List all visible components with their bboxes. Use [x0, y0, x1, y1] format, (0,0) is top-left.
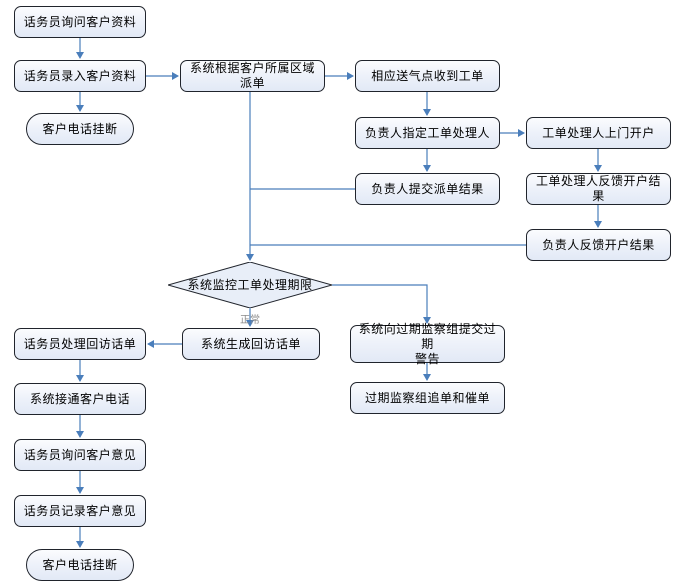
flow-node-label: 系统监控工单处理期限 [187, 277, 313, 292]
arrowhead-n17-to-n18 [76, 487, 84, 494]
flow-node-process-n12[interactable]: 系统生成回访话单 [182, 328, 320, 360]
flow-node-label: 话务员处理回访话单 [23, 336, 137, 351]
flow-node-label: 负责人反馈开户结果 [542, 237, 655, 252]
flow-node-process-n4[interactable]: 系统根据客户所属区域派单 [180, 60, 325, 92]
flow-node-label: 工单处理人上门开户 [542, 125, 655, 140]
flow-node-label: 负责人提交派单结果 [371, 181, 484, 196]
connector-n11-to-n13 [332, 284, 428, 323]
arrowhead-n4-to-n11 [246, 254, 254, 261]
flow-node-terminator-n3[interactable]: 客户电话挂断 [26, 113, 134, 145]
flow-node-label: 客户电话挂断 [42, 121, 118, 136]
arrowhead-n16-to-n17 [76, 431, 84, 438]
arrowhead-n2-to-n4 [172, 72, 179, 80]
flow-node-label: 话务员录入客户资料 [23, 68, 137, 83]
flow-node-label: 话务员记录客户意见 [23, 503, 137, 518]
flow-node-terminator-n19[interactable]: 客户电话挂断 [26, 549, 134, 581]
arrowhead-n1-to-n2 [76, 52, 84, 59]
arrowhead-n2-to-n3 [76, 105, 84, 112]
flow-node-process-n9[interactable]: 工单处理人反馈开户结果 [526, 173, 671, 205]
flow-node-process-n18[interactable]: 话务员记录客户意见 [14, 495, 146, 527]
decision-diamond-shape [168, 262, 332, 308]
arrowhead-n6-to-n7 [423, 165, 431, 172]
flow-node-label: 工单处理人反馈开户结果 [535, 174, 661, 203]
flow-node-process-n6[interactable]: 负责人指定工单处理人 [355, 117, 500, 149]
arrowhead-n4-to-n5 [347, 72, 354, 80]
flow-node-process-n15[interactable]: 话务员处理回访话单 [14, 328, 146, 360]
flow-node-process-n14[interactable]: 过期监察组追单和催单 [350, 382, 505, 414]
flow-node-label: 相应送气点收到工单 [371, 68, 484, 83]
flow-node-process-n1[interactable]: 话务员询问客户资料 [14, 6, 146, 38]
flow-node-process-n5[interactable]: 相应送气点收到工单 [355, 60, 500, 92]
flow-node-process-n13[interactable]: 系统向过期监察组提交过期 警告 [350, 322, 505, 366]
flow-node-label: 系统向过期监察组提交过期 警告 [358, 321, 497, 366]
flow-node-label: 话务员询问客户意见 [23, 447, 137, 462]
arrowhead-n9-to-n10 [594, 221, 602, 228]
flow-node-label: 客户电话挂断 [42, 557, 118, 572]
flow-node-process-n10[interactable]: 负责人反馈开户结果 [526, 229, 671, 261]
flow-node-label: 过期监察组追单和催单 [364, 390, 490, 405]
arrowhead-n6-to-n8 [518, 129, 525, 137]
arrowhead-n12-to-n15 [147, 340, 154, 348]
arrowhead-n13-to-n14 [423, 374, 431, 381]
arrowhead-n8-to-n9 [594, 165, 602, 172]
flow-node-process-n16[interactable]: 系统接通客户电话 [14, 383, 146, 415]
arrowhead-n5-to-n6 [423, 109, 431, 116]
flow-node-process-n7[interactable]: 负责人提交派单结果 [355, 173, 500, 205]
flow-node-label: 话务员询问客户资料 [23, 14, 137, 29]
arrowhead-n15-to-n16 [76, 375, 84, 382]
flow-node-process-n8[interactable]: 工单处理人上门开户 [526, 117, 671, 149]
flow-node-label: 系统生成回访话单 [200, 336, 301, 351]
flow-node-label: 负责人指定工单处理人 [364, 125, 490, 140]
edge-label-e-normal: 正常 [240, 315, 260, 326]
flow-node-decision-n11[interactable]: 系统监控工单处理期限 [168, 262, 332, 308]
flow-node-process-n2[interactable]: 话务员录入客户资料 [14, 60, 146, 92]
flow-node-process-n17[interactable]: 话务员询问客户意见 [14, 439, 146, 471]
flow-node-label: 系统接通客户电话 [29, 391, 130, 406]
arrowhead-n18-to-n19 [76, 541, 84, 548]
flow-node-label: 系统根据客户所属区域派单 [189, 61, 315, 90]
